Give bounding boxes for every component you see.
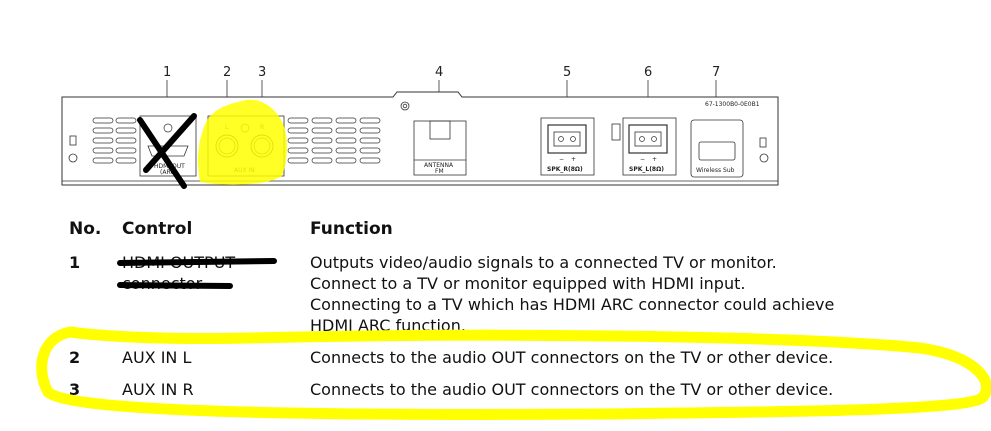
screw-icon — [68, 101, 769, 163]
wireless-sub-label: Wireless Sub — [696, 167, 735, 174]
speaker-right-connector: − + SPK_R(8Ω) — [540, 117, 595, 176]
row-1-no: 1 — [69, 253, 81, 272]
polarity-plus-label: + — [571, 156, 576, 163]
callout-4: 4 — [435, 65, 443, 80]
spk-l-label: SPK_L(8Ω) — [629, 166, 664, 173]
antenna-fm-connector: ANTENNA FM — [413, 120, 467, 176]
model-code: 67-1300B0-0E0B1 — [705, 101, 760, 108]
row-1-function-line-1: Outputs video/audio signals to a connect… — [310, 253, 777, 272]
row-3-control: AUX IN R — [122, 380, 194, 399]
wireless-sub-connector: Wireless Sub — [690, 119, 744, 178]
speaker-left-connector: − + SPK_L(8Ω) — [622, 117, 677, 176]
antenna-sub-label: FM — [435, 168, 444, 175]
spk-r-label: SPK_R(8Ω) — [547, 166, 583, 173]
header-control: Control — [122, 219, 193, 239]
header-no: No. — [69, 219, 102, 239]
row-2-control: AUX IN L — [122, 348, 192, 367]
port-slot — [611, 123, 621, 141]
row-3-function: Connects to the audio OUT connectors on … — [310, 380, 834, 399]
callout-5: 5 — [563, 65, 571, 80]
vent-slots-left — [92, 117, 137, 164]
header-function: Function — [310, 219, 393, 239]
callout-1: 1 — [163, 65, 171, 80]
vent-slots-middle — [287, 117, 381, 164]
callout-7: 7 — [712, 65, 720, 80]
polarity-minus-label: − — [640, 156, 645, 163]
row-1-function-line-4: HDMI ARC function. — [310, 316, 466, 335]
row-2-no: 2 — [69, 348, 81, 367]
row-2-function: Connects to the audio OUT connectors on … — [310, 348, 834, 367]
row-1-control-line-1: HDMI OUTPUT — [122, 253, 236, 272]
polarity-plus-label: + — [652, 156, 657, 163]
callout-3: 3 — [258, 65, 266, 80]
callout-6: 6 — [644, 65, 652, 80]
row-1-control-line-2: connector — [122, 274, 203, 293]
callout-2: 2 — [223, 65, 231, 80]
antenna-label: ANTENNA — [424, 162, 454, 169]
row-3-no: 3 — [69, 380, 81, 399]
row-1-function-line-2: Connect to a TV or monitor equipped with… — [310, 274, 746, 293]
row-1-function-line-3: Connecting to a TV which has HDMI ARC co… — [310, 295, 835, 314]
polarity-minus-label: − — [559, 156, 564, 163]
